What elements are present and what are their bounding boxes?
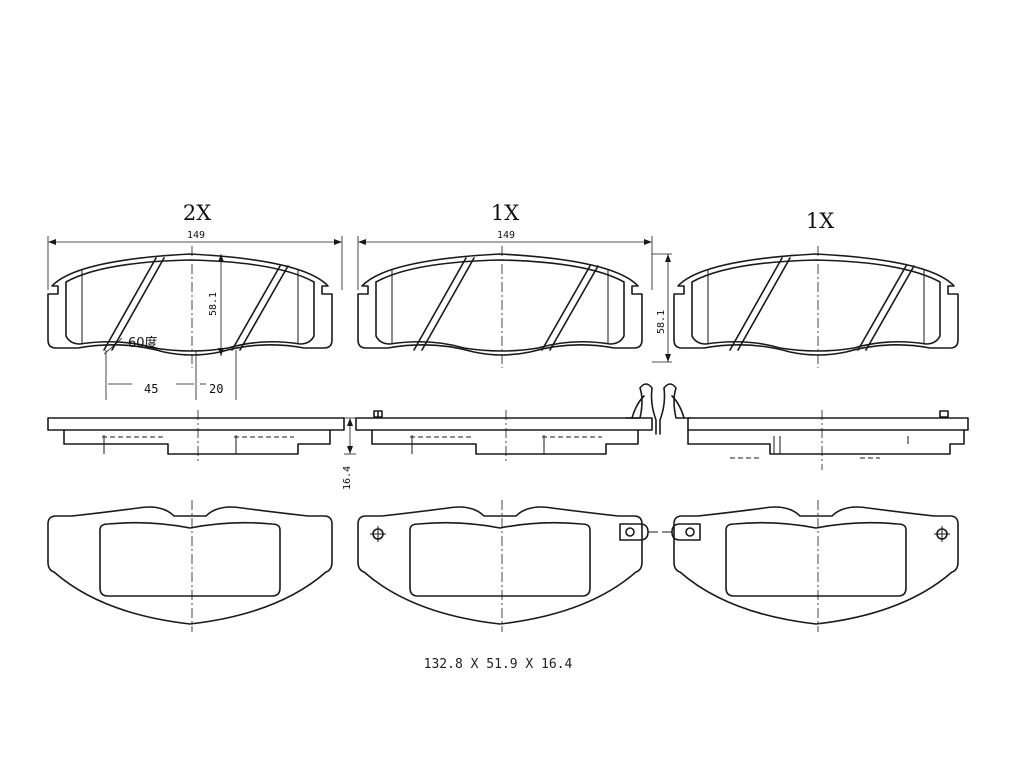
width-label-middle: 149: [497, 230, 515, 241]
pad-back-view-right: [673, 499, 959, 633]
height-dimension-left: [218, 254, 224, 356]
thickness-label: 16.4: [342, 466, 353, 490]
thickness-dimension: [344, 417, 356, 455]
pad-back-view-middle: [357, 499, 643, 633]
width-dimension-left: [47, 236, 343, 290]
width-dimension-middle: [357, 236, 653, 290]
width-label-left: 149: [187, 230, 205, 241]
quantity-label-right: 1X: [806, 209, 834, 233]
pad-front-view-left: [47, 245, 333, 369]
height-label-left: 58.1: [208, 292, 219, 316]
pad-side-view-right: [687, 410, 969, 470]
quantity-label-middle: 1X: [491, 201, 519, 225]
pad-back-view-left: [47, 499, 333, 633]
height-dimension-right: [652, 253, 672, 363]
wear-indicator-clips: [625, 383, 691, 435]
pad-front-view-right: [673, 245, 959, 369]
slot-dimensions: [103, 337, 237, 400]
overall-size-label: 132.8 X 51.9 X 16.4: [424, 657, 573, 672]
slot-angle-label: 60度: [128, 335, 158, 351]
slot-offset-label: 45: [144, 382, 158, 396]
slot-spacing-label: 20: [209, 382, 223, 396]
sensor-tabs: [619, 523, 701, 541]
quantity-label-left: 2X: [183, 201, 211, 225]
pad-side-view-left: [47, 409, 345, 465]
pad-side-view-middle: [355, 409, 653, 465]
pad-front-view-middle: [357, 245, 643, 369]
height-label-right: 58.1: [656, 310, 667, 334]
